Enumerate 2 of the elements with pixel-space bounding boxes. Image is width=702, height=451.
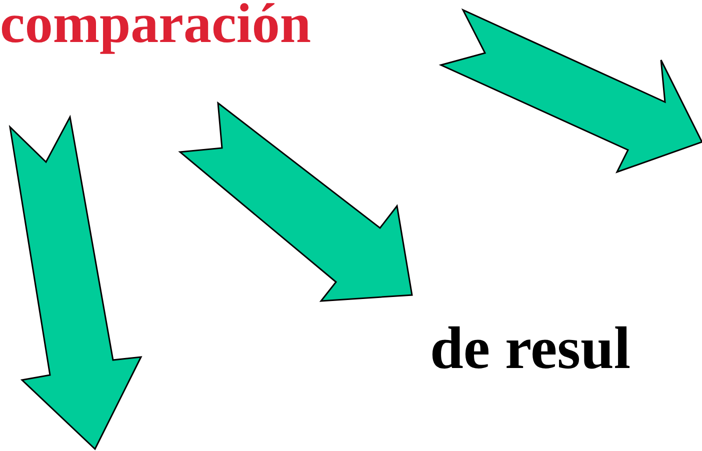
heading-text: de resul (430, 315, 631, 381)
heading-text: comparación (0, 0, 312, 55)
